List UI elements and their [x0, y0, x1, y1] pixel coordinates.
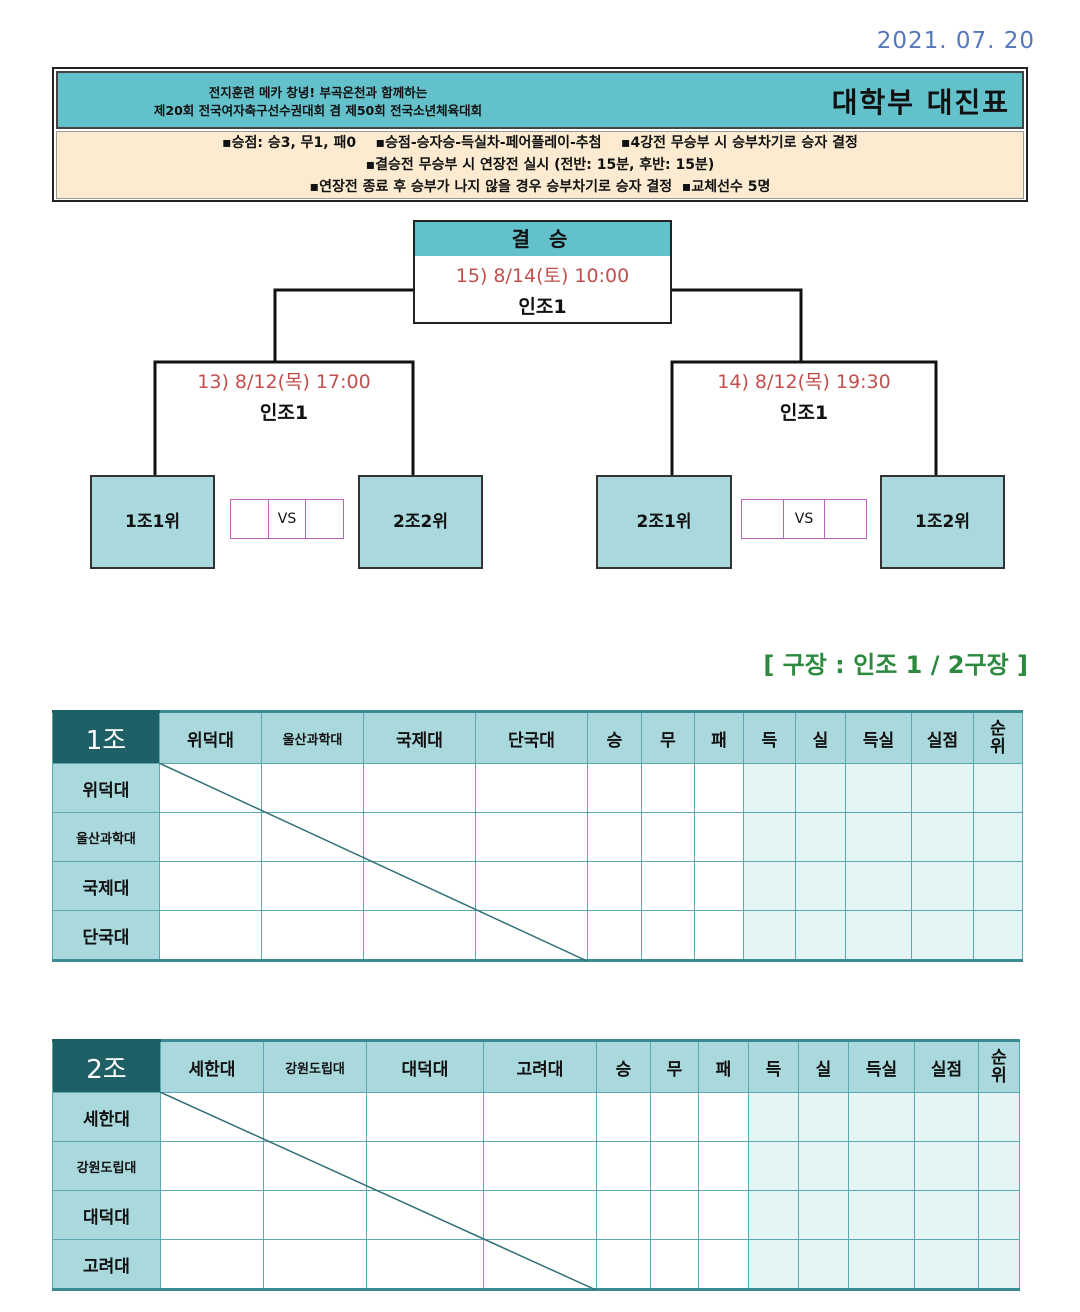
- team-slot-group1-second: 1조2위: [880, 475, 1005, 569]
- rule-line-3: ▪연장전 종료 후 승부가 나지 않을 경우 승부차기로 승자 결정 ▪교체선수…: [309, 179, 771, 195]
- score-cell-left: [231, 500, 269, 538]
- title-banner: 전지훈련 메카 창녕! 부곡온천과 함께하는 제20회 전국여자축구선수권대회 …: [56, 71, 1024, 129]
- row-team: 강원도립대: [52, 1141, 161, 1191]
- column-draws: 무: [650, 1039, 699, 1093]
- row-team: 단국대: [52, 910, 160, 962]
- table-row: 고려대: [52, 1239, 1020, 1291]
- table-row: 세한대: [52, 1092, 1020, 1142]
- vs-label: VS: [269, 500, 307, 538]
- semi-left-venue: 인조1: [259, 402, 309, 424]
- vs-label: VS: [784, 500, 826, 538]
- rules-box: ▪승점: 승3, 무1, 패0 ▪승점-승자승-득실차-페어플레이-추첨 ▪4강…: [56, 131, 1024, 199]
- column-goal-difference: 득실: [845, 710, 912, 764]
- semi-right-score-box: VS: [741, 499, 867, 539]
- final-label: 결 승: [413, 220, 672, 258]
- final-match-box: 15) 8/14(토) 10:00 인조1: [413, 256, 672, 324]
- column-team: 단국대: [475, 710, 588, 764]
- table-row: 대덕대: [52, 1190, 1020, 1240]
- group2-label: 2조: [52, 1039, 161, 1093]
- subtitle-line-1: 전지훈련 메카 창녕! 부곡온천과 함께하는: [208, 85, 428, 100]
- column-losses: 패: [698, 1039, 749, 1093]
- page-title: 대학부 대진표: [831, 86, 1010, 119]
- row-team: 고려대: [52, 1239, 161, 1291]
- group2-table: 2조 세한대 강원도립대 대덕대 고려대 승 무 패 득 실 득실 실점 순위 …: [52, 1039, 1020, 1291]
- table-row: 울산과학대: [52, 812, 1023, 862]
- column-wins: 승: [596, 1039, 651, 1093]
- column-conceded: 실점: [914, 1039, 979, 1093]
- header-frame: [52, 67, 1028, 202]
- table-row: 위덕대: [52, 763, 1023, 813]
- team-slot-group2-first: 2조1위: [596, 475, 732, 569]
- score-cell-right: [306, 500, 343, 538]
- column-team: 고려대: [483, 1039, 597, 1093]
- column-losses: 패: [694, 710, 744, 764]
- score-cell-left: [742, 500, 784, 538]
- column-team: 강원도립대: [263, 1039, 367, 1093]
- venue-line: [ 구장 : 인조 1 / 2구장 ]: [763, 651, 1028, 679]
- group1-label: 1조: [52, 710, 160, 764]
- column-conceded: 실점: [911, 710, 974, 764]
- column-wins: 승: [587, 710, 642, 764]
- table-row: 강원도립대: [52, 1141, 1020, 1191]
- column-goals-against: 실: [795, 710, 846, 764]
- rule-line-2: ▪결승전 무승부 시 연장전 실시 (전반: 15분, 후반: 15분): [365, 157, 715, 173]
- column-rank: 순위: [973, 710, 1023, 764]
- column-goal-difference: 득실: [848, 1039, 915, 1093]
- semi-left-score-box: VS: [230, 499, 344, 539]
- row-team: 대덕대: [52, 1190, 161, 1240]
- bracket-lines: [153, 288, 938, 476]
- row-team: 위덕대: [52, 763, 160, 813]
- rule-line-1: ▪승점: 승3, 무1, 패0 ▪승점-승자승-득실차-페어플레이-추첨 ▪4강…: [222, 135, 858, 151]
- final-match-info: 15) 8/14(토) 10:00: [455, 265, 630, 287]
- table-row: 단국대: [52, 910, 1023, 962]
- table-row: 국제대: [52, 861, 1023, 911]
- column-team: 울산과학대: [261, 710, 364, 764]
- column-draws: 무: [641, 710, 695, 764]
- subtitle-line-2: 제20회 전국여자축구선수권대회 겸 제50회 전국소년체육대회: [153, 103, 483, 118]
- column-rank: 순위: [978, 1039, 1020, 1093]
- column-team: 국제대: [363, 710, 476, 764]
- score-cell-right: [825, 500, 866, 538]
- column-team: 세한대: [160, 1039, 264, 1093]
- semi-right-match-info: 14) 8/12(목) 19:30: [717, 371, 891, 393]
- row-team: 국제대: [52, 861, 160, 911]
- row-team: 세한대: [52, 1092, 161, 1142]
- column-goals-for: 득: [743, 710, 796, 764]
- team-slot-group1-first: 1조1위: [90, 475, 215, 569]
- column-goals-against: 실: [798, 1039, 849, 1093]
- column-team: 위덕대: [159, 710, 262, 764]
- column-goals-for: 득: [748, 1039, 799, 1093]
- group1-table: 1조 위덕대 울산과학대 국제대 단국대 승 무 패 득 실 득실 실점 순위 …: [52, 710, 1023, 962]
- column-team: 대덕대: [366, 1039, 484, 1093]
- semi-right-venue: 인조1: [779, 402, 829, 424]
- row-team: 울산과학대: [52, 812, 160, 862]
- final-venue: 인조1: [518, 296, 567, 318]
- team-slot-group2-second: 2조2위: [358, 475, 483, 569]
- document-date: 2021. 07. 20: [876, 28, 1035, 54]
- semi-left-match-info: 13) 8/12(목) 17:00: [197, 371, 371, 393]
